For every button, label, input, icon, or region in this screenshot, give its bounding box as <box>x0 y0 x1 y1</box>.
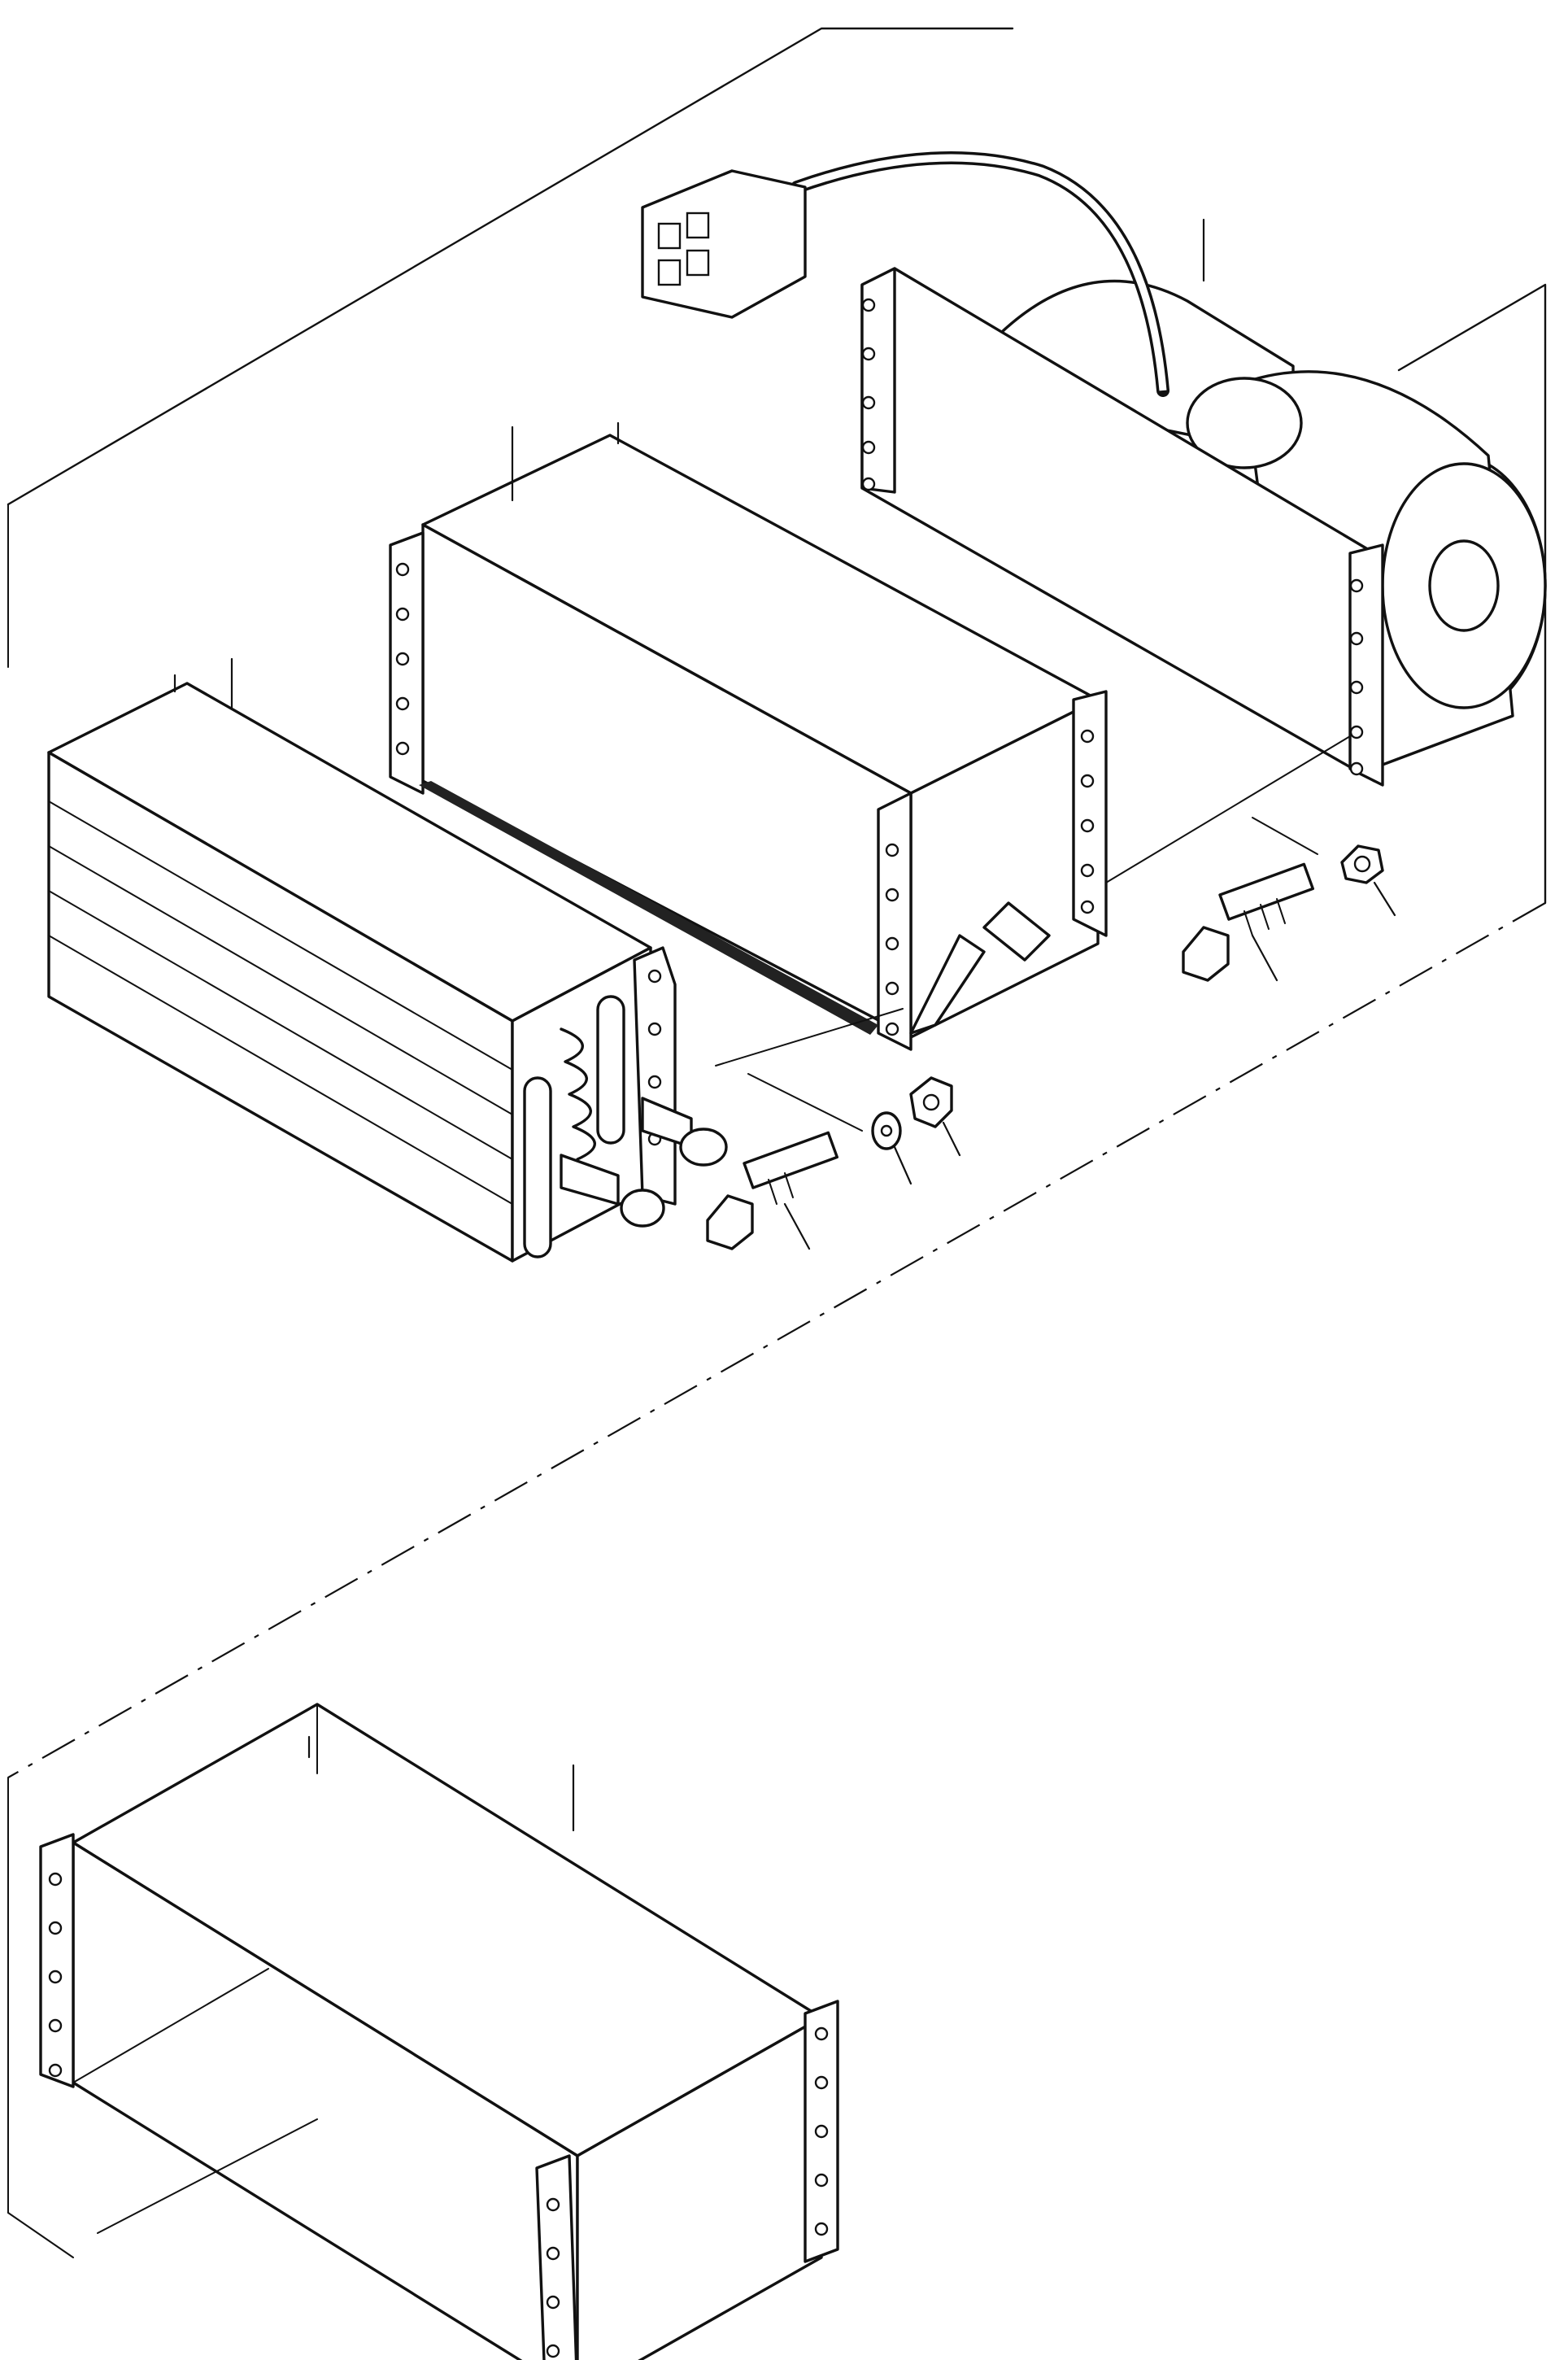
wiring-harness-connector <box>641 151 1169 397</box>
hardware-upper <box>1182 844 1396 982</box>
lower-duct-housing <box>39 1703 839 2360</box>
alignment-lines <box>715 735 1351 1132</box>
frame-lines <box>7 27 1547 2258</box>
center-housing <box>389 421 1108 1051</box>
hardware-lower <box>706 1076 961 1250</box>
blower-motor-assembly <box>860 218 1547 787</box>
evaporator-core <box>47 657 728 1263</box>
